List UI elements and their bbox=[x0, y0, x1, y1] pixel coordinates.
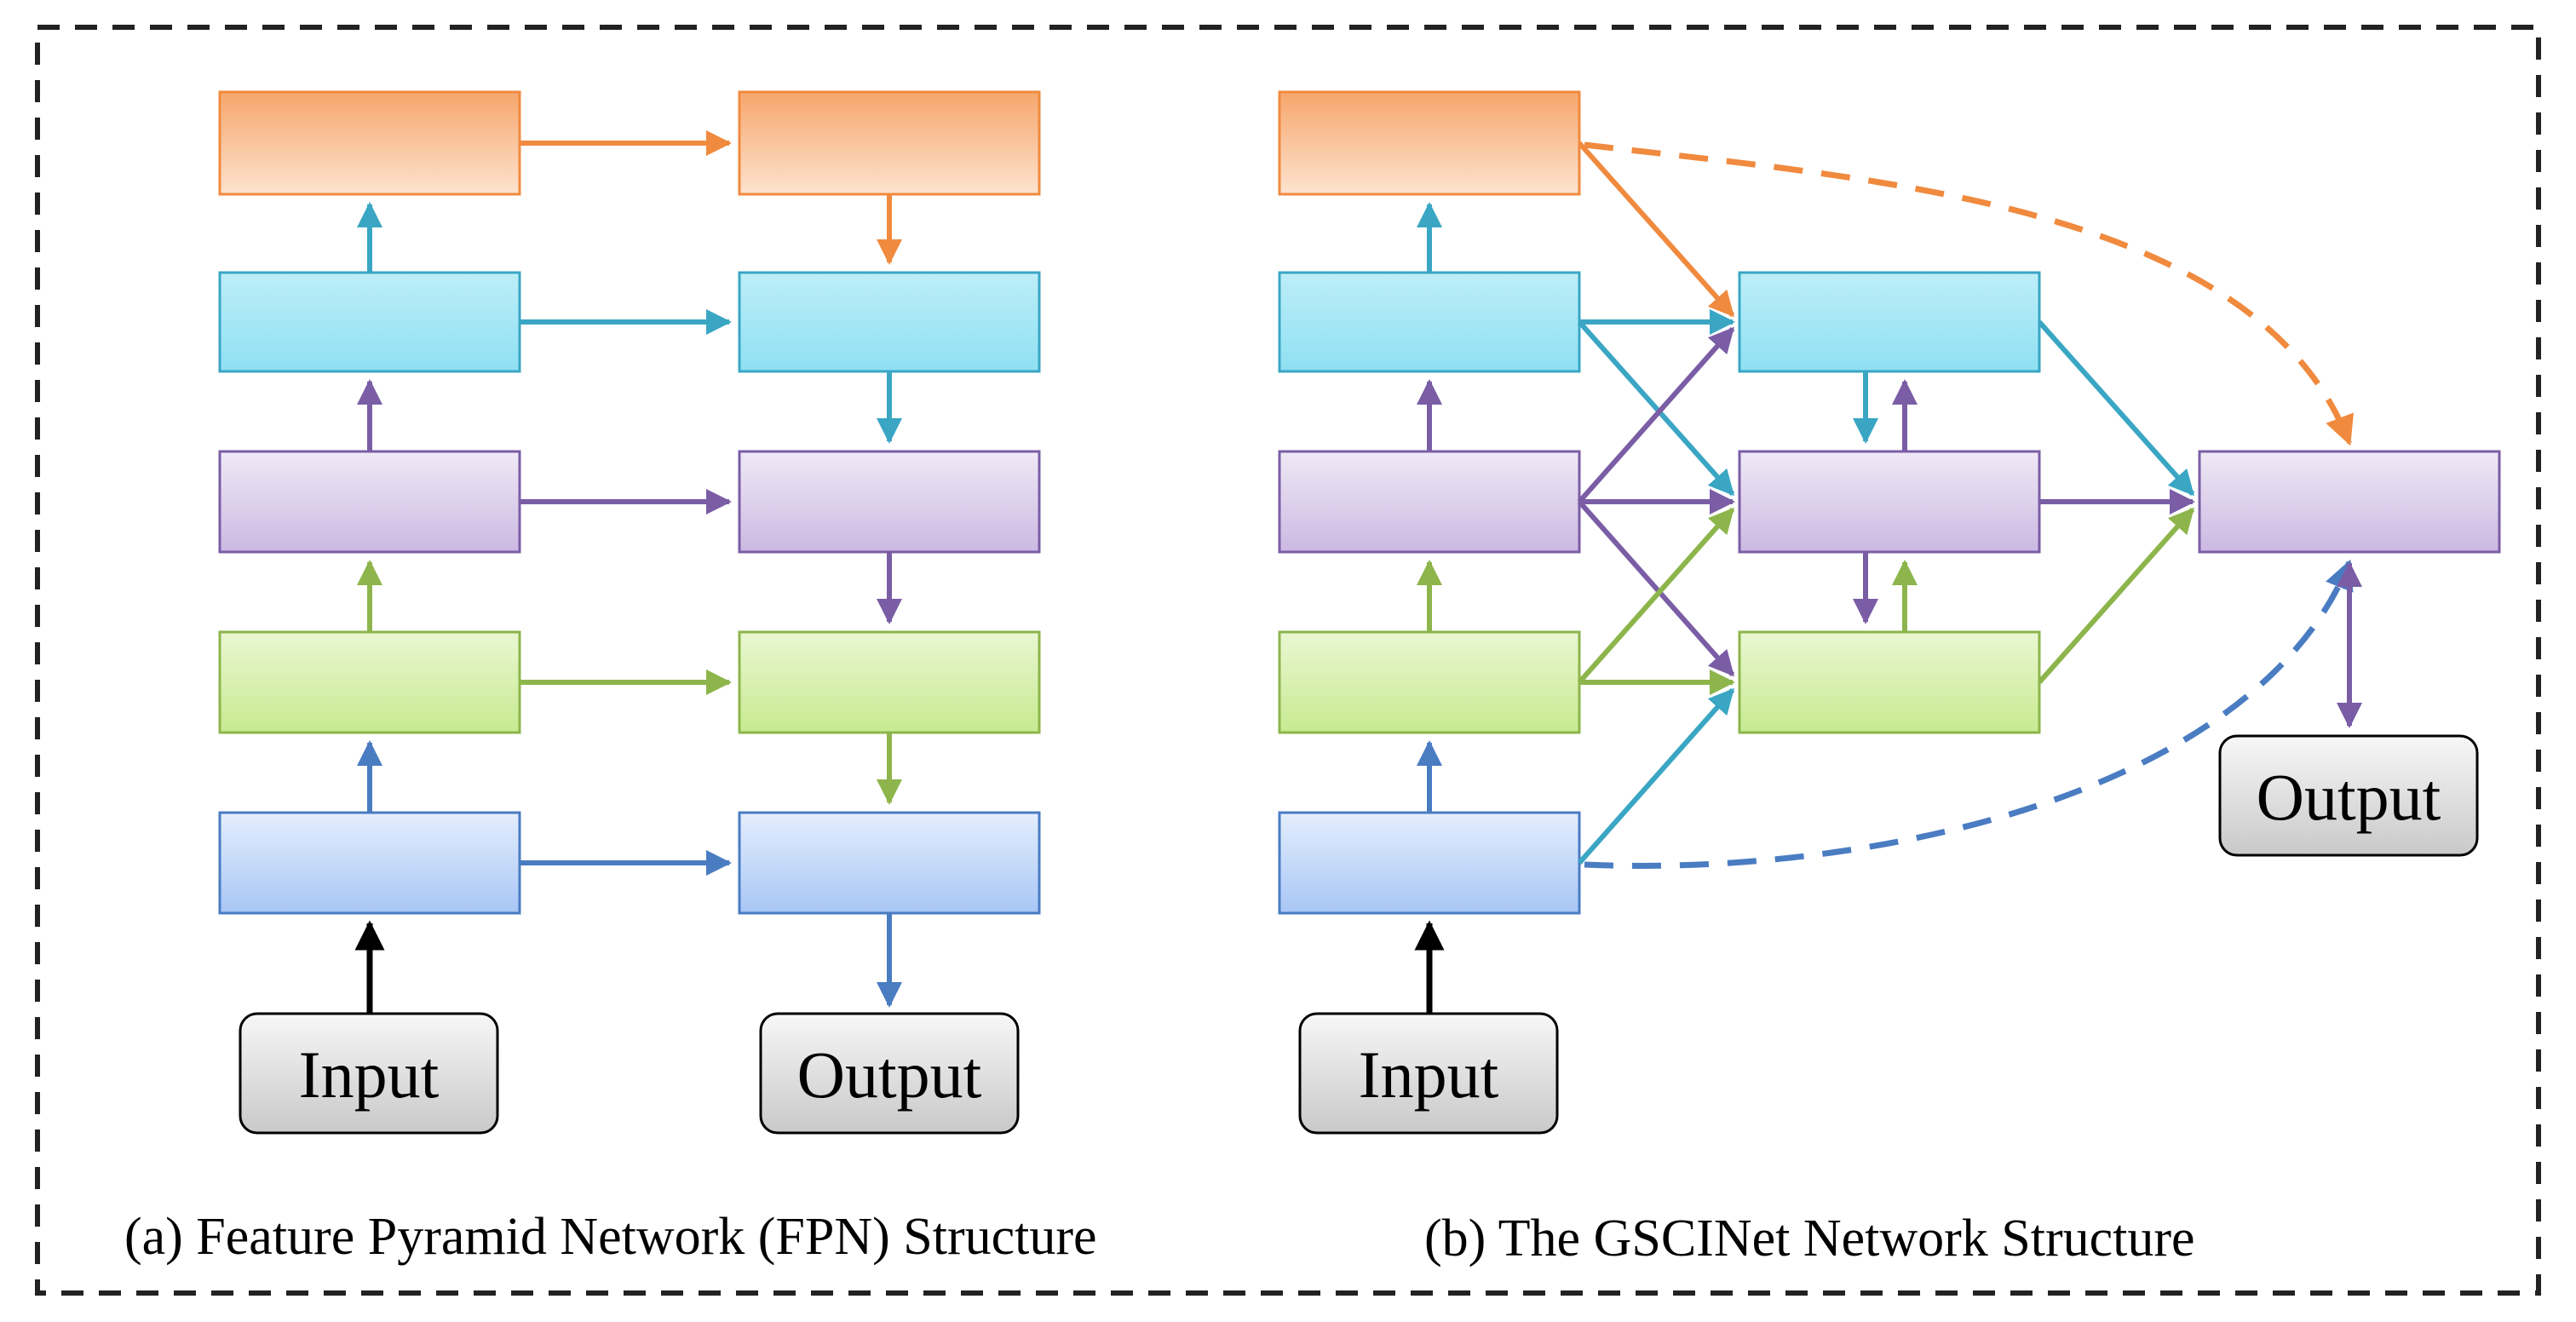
gsci-top-to-agg bbox=[2037, 320, 2195, 497]
gsci-output-label: Output bbox=[2257, 760, 2441, 834]
fpn-left-level5-box bbox=[218, 90, 521, 196]
gsci-backbone-level5-box bbox=[1278, 90, 1581, 196]
fpn-input-node: Input bbox=[239, 1012, 499, 1135]
gsci-fusion-bottom-box bbox=[1738, 630, 2041, 734]
fpn-left-level1-box bbox=[218, 811, 521, 915]
fpn-left-level3-box bbox=[218, 450, 521, 554]
gsci-backbone-level1-box bbox=[1278, 811, 1581, 915]
outer-dashed-border bbox=[35, 25, 2541, 1296]
gsci-output-node: Output bbox=[2218, 734, 2479, 857]
caption-b: (b) The GSCINet Network Structure bbox=[1424, 1210, 2195, 1267]
gsci-blue-to-bottom bbox=[1577, 687, 1735, 865]
gsci-fusion-top-box bbox=[1738, 271, 2041, 373]
gsci-purple-to-bottom bbox=[1577, 500, 1735, 677]
caption-a: (a) Feature Pyramid Network (FPN) Struct… bbox=[124, 1208, 1097, 1266]
fpn-right-level1-box bbox=[738, 811, 1041, 915]
panel-a-fpn: Input Output (a) Feature Pyramid Network… bbox=[124, 90, 1097, 1266]
gsci-backbone-level4-box bbox=[1278, 271, 1581, 373]
fpn-output-label: Output bbox=[797, 1037, 982, 1112]
fpn-left-level2-box bbox=[218, 630, 521, 734]
gsci-green-to-mid bbox=[1577, 507, 1735, 684]
gsci-bottom-to-agg bbox=[2037, 507, 2195, 684]
gsci-orange-to-top bbox=[1577, 141, 1735, 318]
fpn-left-level4-box bbox=[218, 271, 521, 373]
fpn-right-level4-box bbox=[738, 271, 1041, 373]
fpn-right-level3-box bbox=[738, 450, 1041, 554]
gsci-backbone-level2-box bbox=[1278, 630, 1581, 734]
gsci-output-agg-box bbox=[2198, 450, 2501, 554]
gsci-purple-to-top bbox=[1577, 326, 1735, 503]
gsci-input-label: Input bbox=[1359, 1037, 1499, 1112]
fpn-right-level2-box bbox=[738, 630, 1041, 734]
gsci-input-node: Input bbox=[1298, 1012, 1559, 1135]
fpn-right-level5-box bbox=[738, 90, 1041, 196]
fpn-output-node: Output bbox=[759, 1012, 1020, 1135]
gsci-backbone-level3-box bbox=[1278, 450, 1581, 554]
panel-b-gscinet: Output Input (b) The GSCINet Network Str… bbox=[1278, 90, 2501, 1267]
gsci-fusion-mid-box bbox=[1738, 450, 2041, 554]
gsci-cyan-to-mid bbox=[1577, 320, 1735, 497]
fpn-input-label: Input bbox=[299, 1037, 440, 1112]
